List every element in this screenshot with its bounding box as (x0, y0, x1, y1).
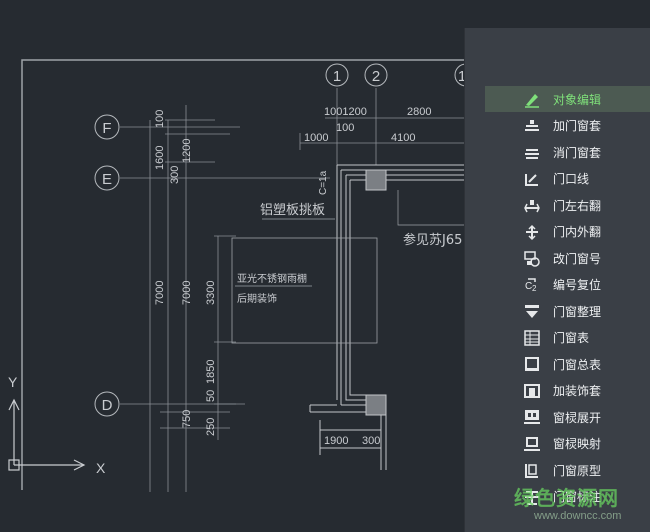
edit-object-icon (525, 94, 539, 108)
panel-item-label: 窗棂展开 (553, 410, 602, 425)
dim-v-c1a: C=1a (318, 170, 329, 195)
dim-top-1: 1001200 (324, 106, 367, 118)
panel-item-door-prototype[interactable]: 门窗原型 (485, 457, 650, 483)
door-line-icon (525, 173, 538, 186)
dim-v-1850: 1850 (205, 360, 217, 384)
door-prototype-icon (525, 464, 538, 478)
panel-item-add-door-frame[interactable]: 加门窗套 (485, 113, 650, 139)
axis-bubble-1 (325, 63, 349, 87)
add-decor-frame-icon (524, 383, 540, 398)
annotation-note1: 亚光不锈钢雨棚 (237, 272, 307, 285)
dim-bottom-1: 1900 (324, 435, 348, 447)
door-summary-table-icon (525, 357, 539, 371)
dim-top-5: 4100 (391, 132, 415, 144)
axis-label-1: 1 (333, 68, 341, 85)
building-walls (309, 164, 464, 470)
axis-label-3: 1 (458, 68, 466, 85)
panel-item-organize-doors[interactable]: 门窗整理 (485, 298, 650, 324)
add-door-frame-icon (525, 119, 539, 131)
panel-item-label: 对象编辑 (553, 92, 602, 107)
panel-item-label: 门窗总表 (553, 357, 602, 372)
panel-item-door-annotate[interactable]: 门窗标注 (485, 484, 650, 510)
remove-door-frame-icon (525, 149, 539, 159)
axis-bubble-D (94, 391, 120, 417)
axis-label-F: F (102, 120, 111, 137)
dim-bottom-2: 300 (362, 435, 380, 447)
panel-item-label: 门窗表 (553, 331, 590, 345)
axis-bubble-F (94, 114, 120, 140)
annotation-ref: 参见苏J65 (403, 232, 462, 248)
rename-door-number-icon (524, 251, 540, 267)
panel-item-label: 改门窗号 (553, 251, 602, 266)
dim-top-4: 1000 (304, 132, 328, 144)
panel-item-label: 消门窗套 (553, 145, 602, 160)
lattice-map-icon (524, 436, 540, 451)
dim-top-2: 2800 (407, 106, 431, 118)
dim-v-250: 250 (205, 418, 217, 436)
dim-v-1600: 1600 (154, 146, 166, 170)
panel-item-label: 加门窗套 (553, 119, 602, 133)
axis-bubble-2 (364, 63, 388, 87)
panel-item-label: 门窗标注 (553, 490, 602, 504)
organize-doors-icon (525, 305, 539, 318)
axis-bubble-E (94, 165, 120, 191)
panel-item-flip-in-out[interactable]: 门内外翻 (485, 219, 650, 245)
panel-item-label: 门左右翻 (553, 198, 602, 213)
column-bottom (365, 394, 387, 416)
panel-item-flip-left-right[interactable]: 门左右翻 (485, 192, 650, 218)
door-table-icon (524, 329, 540, 346)
axis-label-D: D (102, 397, 113, 414)
panel-item-label: 加装饰套 (553, 384, 602, 398)
dim-v-750: 750 (181, 410, 193, 428)
dim-v-50: 50 (205, 390, 217, 402)
dim-v-3300: 3300 (205, 281, 217, 305)
door-annotate-icon (525, 490, 539, 505)
drawing-frame (21, 59, 464, 490)
dim-top-3: 100 (336, 122, 354, 134)
panel-item-label: 门窗原型 (553, 463, 602, 478)
flip-left-right-icon (524, 200, 540, 213)
panel-item-label: 门内外翻 (553, 225, 602, 239)
panel-item-door-line[interactable]: 门口线 (485, 166, 650, 192)
panel-item-rename-door-number[interactable]: 改门窗号 (485, 245, 650, 271)
panel-item-remove-door-frame[interactable]: 消门窗套 (485, 139, 650, 165)
svg-text:2: 2 (532, 284, 537, 293)
ref-leader (397, 190, 464, 226)
panel-item-label: 窗棂映射 (553, 437, 602, 451)
canopy-outline (231, 237, 378, 344)
ucs-icon (8, 398, 86, 471)
annotation-canopy: 铝塑板挑板 (260, 203, 325, 218)
dim-v-1200: 1200 (181, 139, 193, 163)
panel-item-label: 编号复位 (553, 278, 602, 292)
annotation-note2: 后期装饰 (237, 292, 277, 305)
dim-v-7000b: 7000 (181, 281, 193, 305)
panel-item-edit-object[interactable]: 对象编辑 (485, 86, 650, 112)
panel-item-add-decor-frame[interactable]: 加装饰套 (485, 378, 650, 404)
flip-in-out-icon (526, 224, 538, 240)
panel-item-door-summary-table[interactable]: 门窗总表 (485, 351, 650, 377)
dim-v-100: 100 (154, 110, 166, 128)
panel-item-lattice-expand[interactable]: 窗棂展开 (485, 404, 650, 430)
panel-item-label: 门口线 (553, 172, 590, 186)
dim-v-7000a: 7000 (154, 281, 166, 305)
axis-label-2: 2 (372, 68, 380, 85)
column-top (365, 169, 387, 191)
dim-v-300: 300 (169, 166, 181, 184)
ucs-y-label: Y (8, 374, 18, 390)
panel-item-label: 门窗整理 (553, 304, 602, 319)
panel-item-lattice-map[interactable]: 窗棂映射 (485, 431, 650, 457)
axis-label-E: E (102, 171, 112, 188)
svg-text:C: C (525, 281, 532, 292)
lattice-expand-icon (524, 410, 540, 424)
panel-item-door-table[interactable]: 门窗表 (485, 325, 650, 351)
ucs-x-label: X (96, 460, 106, 476)
vertical-dimension-lines (149, 105, 236, 492)
